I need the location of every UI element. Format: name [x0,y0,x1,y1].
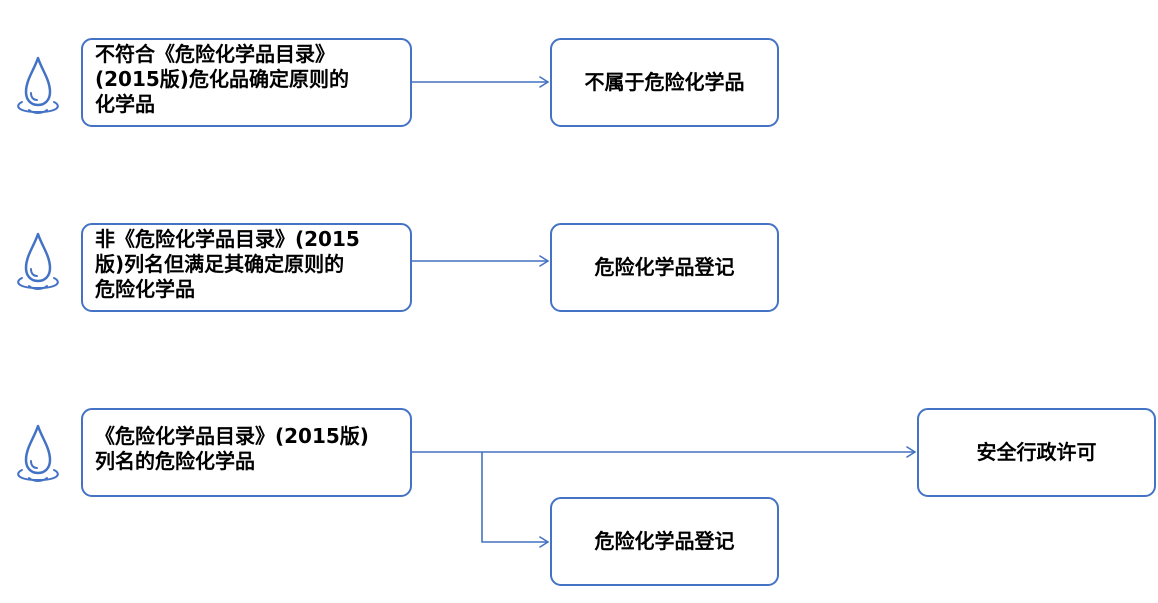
target-box-registration: 危险化学品登记 [550,223,779,312]
arrow-row1-head [539,76,549,88]
source-box-unlisted-non-hazardous: 不符合《危险化学品目录》 (2015版)危化品确定原则的 化学品 [81,38,412,127]
water-drop-icon [17,232,59,290]
target-box-safety-permit: 安全行政许可 [917,408,1156,497]
arrow-row3-registration [481,451,549,543]
water-drop-icon [17,424,59,482]
source-box-listed-hazardous: 《危险化学品目录》(2015版) 列名的危险化学品 [81,408,412,497]
source-box-unlisted-meets-principles: 非《危险化学品目录》(2015 版)列名但满足其确定原则的 危险化学品 [81,223,412,312]
arrow-row3-permit-head [906,446,916,458]
arrow-row3-registration-head [539,536,549,548]
target-box-not-hazardous: 不属于危险化学品 [550,38,779,127]
water-drop-icon [17,56,59,114]
arrow-row2-head [539,255,549,267]
target-box-registration-listed: 危险化学品登记 [550,497,779,586]
